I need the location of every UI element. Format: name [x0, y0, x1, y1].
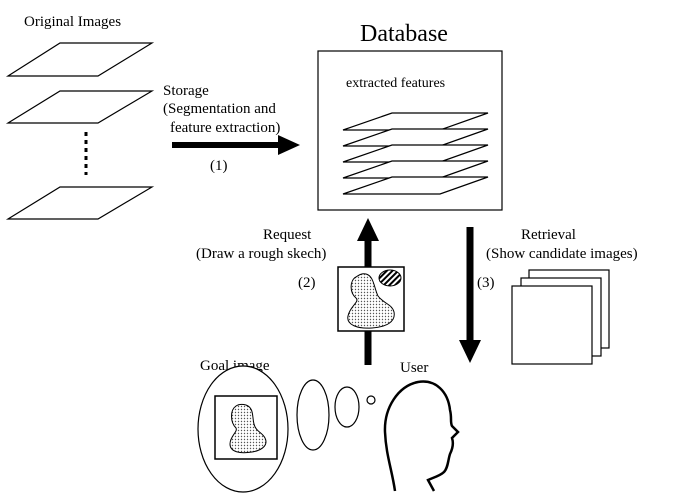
feature-plane-5: [342, 176, 489, 195]
sketch-hatched-mark: [378, 269, 402, 287]
retrieval-label: Retrieval: [521, 227, 576, 243]
step3-label: (3): [477, 275, 495, 291]
request-arrow-head: [357, 218, 379, 241]
retrieval-arrow-head: [459, 340, 481, 363]
request-detail: (Draw a rough skech): [196, 246, 326, 262]
database-title: Database: [360, 21, 448, 47]
goal-image-blob: [229, 403, 267, 454]
step2-label: (2): [298, 275, 316, 291]
request-label: Request: [263, 227, 312, 243]
storage-arrow-head: [278, 135, 300, 155]
original-images-label: Original Images: [24, 14, 121, 30]
user-head-silhouette: [383, 380, 460, 492]
thought-bubble-medium: [296, 379, 330, 451]
original-image-plane-1: [5, 42, 155, 77]
step1-label: (1): [210, 158, 228, 174]
extracted-features-label: extracted features: [346, 76, 445, 91]
candidate-image-1: [511, 285, 593, 365]
thought-bubble-tiny: [366, 395, 376, 405]
retrieval-detail: (Show candidate images): [486, 246, 638, 262]
thought-bubble-small: [334, 386, 360, 428]
user-label: User: [400, 360, 428, 376]
original-image-plane-3: [5, 186, 155, 220]
original-image-plane-2: [5, 90, 155, 124]
sketch-blob: [347, 273, 395, 329]
storage-detail-line2: feature extraction): [170, 120, 280, 136]
storage-label: Storage: [163, 83, 209, 99]
storage-detail-line1: (Segmentation and: [163, 101, 276, 117]
